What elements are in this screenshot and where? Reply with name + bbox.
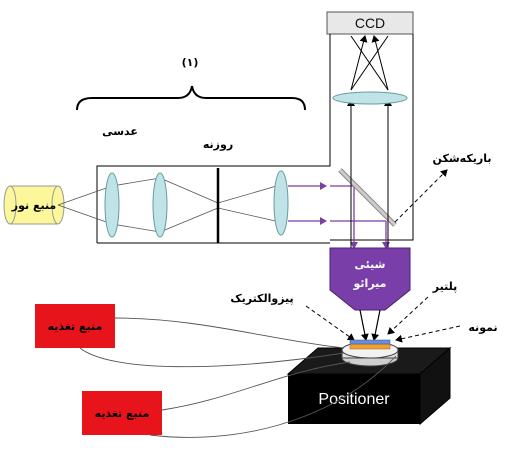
power-supply-1-label: منبع تغذیه [48, 320, 103, 333]
sample-stage [341, 339, 399, 367]
lens-1 [104, 172, 120, 238]
power-supply-1 [35, 304, 115, 348]
illumination-rays [57, 177, 281, 233]
peltier-label: پلتیر [432, 280, 457, 293]
piezoelectric-pointer [305, 305, 355, 341]
positioner [286, 346, 452, 426]
mirau-objective [329, 247, 411, 311]
group-brace [76, 85, 306, 111]
sample-label: نمونه [468, 321, 497, 334]
beam-splitter-pointer [394, 169, 448, 223]
sample-pointer [395, 325, 461, 343]
group-number: (۱) [182, 56, 199, 69]
power-supply-2 [82, 391, 162, 435]
ccd-box [326, 11, 414, 35]
lens-label: عدسی [102, 125, 138, 138]
cables [79, 317, 397, 438]
aperture-label: روزنه [203, 138, 233, 151]
piezoelectric-label: پیزوالکتریک [230, 292, 293, 305]
power-supply-2-label: منبع تغذیه [95, 407, 150, 420]
optical-path-frame [96, 34, 414, 243]
beam-to-sample [359, 309, 381, 341]
light-source-label: منبع نور [11, 199, 57, 212]
ccd-lens [332, 91, 408, 105]
lens-2 [152, 172, 168, 238]
lens-3 [273, 170, 289, 236]
beam-splitter-label: باریکه‌شکن [433, 152, 492, 165]
positioner-label: Positioner [318, 391, 390, 408]
sample-piece [349, 339, 391, 345]
peltier-element [349, 343, 391, 350]
objective-label-line2: میرائو [353, 277, 387, 290]
beam-to-ccd [347, 35, 392, 255]
light-source [3, 185, 65, 225]
objective-label-line1: شیئی [355, 258, 386, 271]
ccd-label: CCD [355, 15, 385, 31]
peltier-pointer [387, 296, 429, 335]
beam-horizontal [288, 182, 390, 249]
